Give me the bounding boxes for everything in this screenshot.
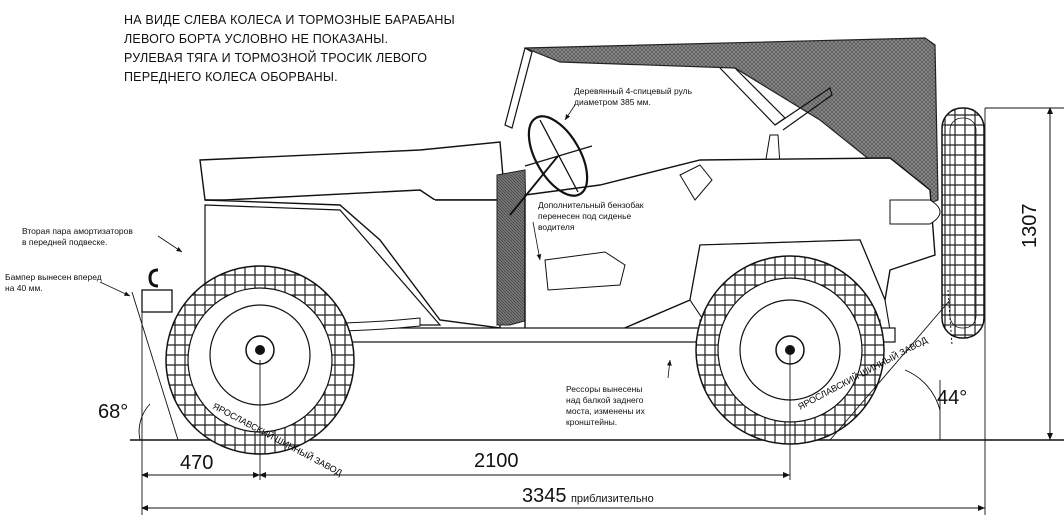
note-springs-line-3: моста, изменены их xyxy=(566,406,645,416)
spare-wheel xyxy=(941,107,985,339)
note-line-4: ПЕРЕДНЕГО КОЛЕСА ОБОРВАНЫ. xyxy=(124,70,338,84)
note-tank-line-3: водителя xyxy=(538,222,575,232)
windshield-frame xyxy=(504,47,533,129)
door-curtain xyxy=(496,169,529,326)
note-tank-line-2: перенесен под сиденье xyxy=(538,211,632,221)
steering-wheel xyxy=(509,115,593,216)
note-shock-absorbers: Вторая пара амортизаторов в передней под… xyxy=(22,226,133,248)
note-fuel-tank: Дополнительный бензобак перенесен под си… xyxy=(538,200,644,233)
dim-approach-angle: 68° xyxy=(98,401,129,423)
note-bumper-line-1: Бампер вынесен вперед xyxy=(5,272,102,282)
note-steering-line-1: Деревянный 4-спицевый руль xyxy=(574,86,693,96)
dim-total-length-note: приблизительно xyxy=(570,493,654,505)
note-bumper: Бампер вынесен вперед на 40 мм. xyxy=(5,272,102,294)
body-hood xyxy=(199,141,506,201)
note-line-1: НА ВИДЕ СЛЕВА КОЛЕСА И ТОРМОЗНЫЕ БАРАБАН… xyxy=(124,13,455,27)
note-line-3: РУЛЕВАЯ ТЯГА И ТОРМОЗНОЙ ТРОСИК ЛЕВОГО xyxy=(124,51,428,65)
note-line-2: ЛЕВОГО БОРТА УСЛОВНО НЕ ПОКАЗАНЫ. xyxy=(124,32,389,46)
note-bumper-line-2: на 40 мм. xyxy=(5,283,43,293)
note-shock-line-1: Вторая пара амортизаторов xyxy=(22,226,133,236)
note-steering-wheel: Деревянный 4-спицевый руль диаметром 385… xyxy=(574,86,692,108)
note-steering-line-2: диаметром 385 мм. xyxy=(574,97,651,107)
note-rear-springs: Рессоры вынесены над балкой заднего мост… xyxy=(566,384,645,428)
note-springs-line-4: кронштейны. xyxy=(566,417,618,427)
dim-front-overhang: 470 xyxy=(180,452,214,474)
approach-angle-line xyxy=(131,291,179,441)
note-shock-line-2: в передней подвеске. xyxy=(22,237,108,247)
dim-height: 1307 xyxy=(1019,203,1041,249)
dim-departure-angle: 44° xyxy=(937,387,968,409)
dim-total-length: 3345 xyxy=(522,485,567,507)
front-bumper xyxy=(141,289,173,313)
note-springs-line-1: Рессоры вынесены xyxy=(566,384,643,394)
note-springs-line-2: над балкой заднего xyxy=(566,395,644,405)
dim-wheelbase: 2100 xyxy=(474,450,519,472)
note-tank-line-1: Дополнительный бензобак xyxy=(538,200,644,210)
note-wheels-not-shown: НА ВИДЕ СЛЕВА КОЛЕСА И ТОРМОЗНЫЕ БАРАБАН… xyxy=(124,11,455,87)
departure-angle-line xyxy=(829,299,951,441)
dim-total-length-group: 3345 приблизительно xyxy=(522,486,654,507)
